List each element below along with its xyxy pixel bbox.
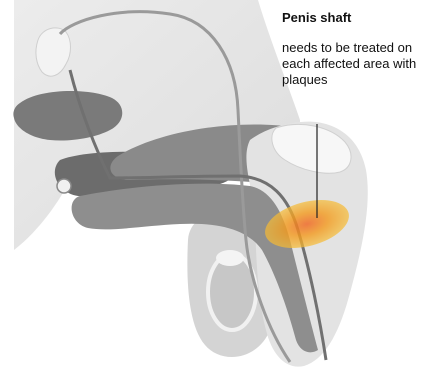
epididymis xyxy=(216,250,244,266)
bulbourethral-gland xyxy=(57,179,71,193)
annotation-description: needs to be treated on each affected are… xyxy=(282,40,432,88)
annotation-callout: Penis shaft needs to be treated on each … xyxy=(282,10,432,88)
annotation-title: Penis shaft xyxy=(282,10,432,26)
